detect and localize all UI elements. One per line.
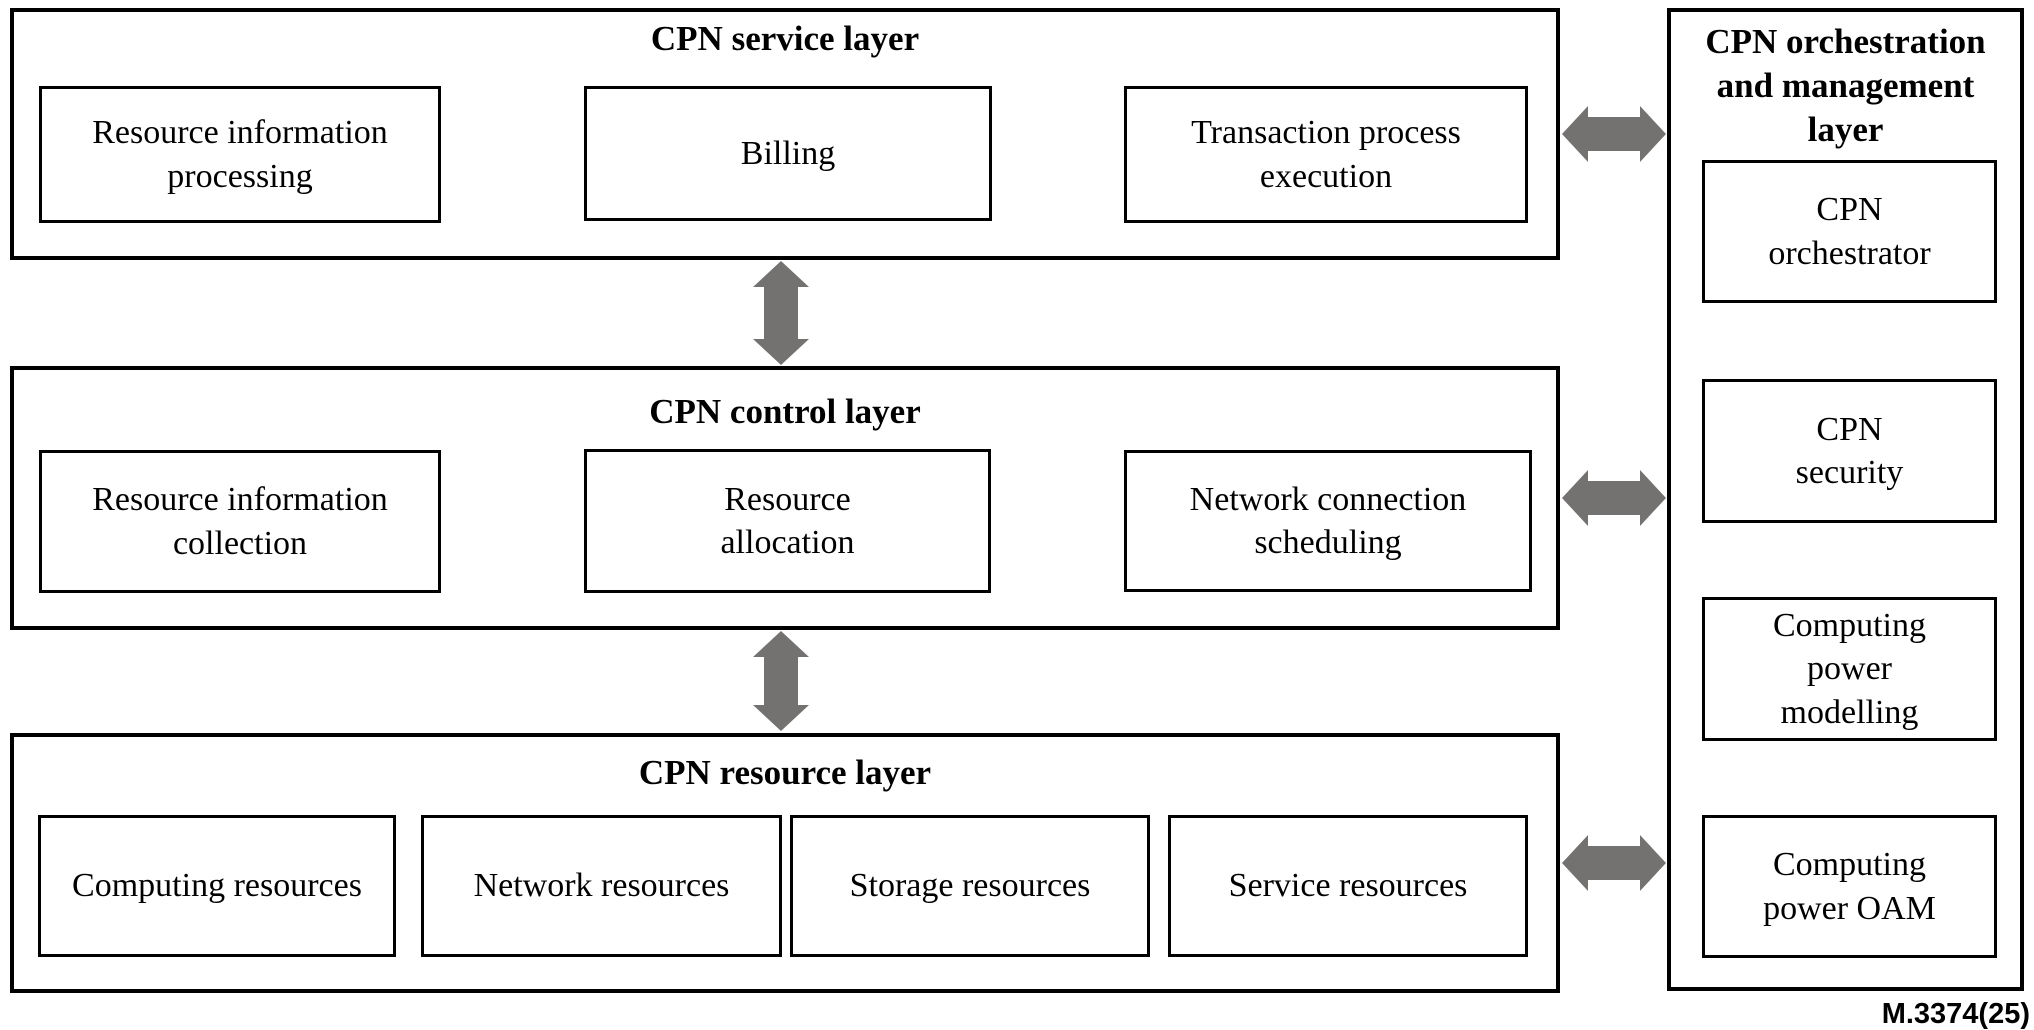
module-resource-information-processing: Resource information processing: [39, 86, 441, 223]
module-cpn-security: CPN security: [1702, 379, 1997, 523]
layer-title-orchestration-management: CPN orchestration and management layer: [1705, 22, 1986, 149]
double-arrow-icon-resource-orchestration: [1562, 835, 1666, 891]
figure-caption: M.3374(25): [1881, 998, 2030, 1030]
double-arrow-icon-control-resource: [753, 631, 809, 731]
double-arrow-icon-service-orchestration: [1562, 106, 1666, 162]
module-network-connection-scheduling: Network connection scheduling: [1124, 450, 1532, 592]
module-network-resources: Network resources: [421, 815, 782, 957]
double-arrow-icon-control-orchestration: [1562, 470, 1666, 526]
module-billing: Billing: [584, 86, 992, 221]
module-resource-information-collection: Resource information collection: [39, 450, 441, 593]
module-resource-allocation: Resource allocation: [584, 449, 991, 593]
module-storage-resources: Storage resources: [790, 815, 1150, 957]
module-computing-resources: Computing resources: [38, 815, 396, 957]
module-transaction-process-execution: Transaction process execution: [1124, 86, 1528, 223]
layer-title-service: CPN service layer: [650, 19, 920, 58]
double-arrow-icon-service-control: [753, 261, 809, 365]
module-computing-power-modelling: Computing power modelling: [1702, 597, 1997, 741]
layer-title-control: CPN control layer: [649, 392, 921, 431]
module-computing-power-oam: Computing power OAM: [1702, 815, 1997, 958]
module-cpn-orchestrator: CPN orchestrator: [1702, 160, 1997, 303]
module-service-resources: Service resources: [1168, 815, 1528, 957]
layer-title-resource: CPN resource layer: [638, 753, 932, 792]
